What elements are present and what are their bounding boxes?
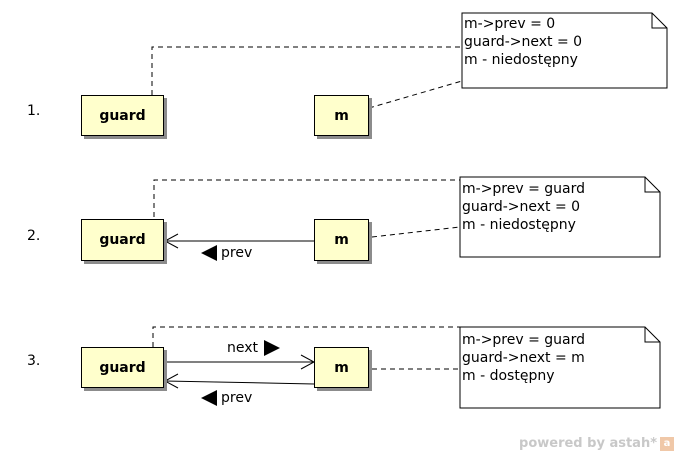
note-connector-m-2	[371, 226, 461, 238]
note-fold-3	[644, 327, 660, 343]
prev-label-text: prev	[221, 390, 253, 406]
step-number-2: 2.	[27, 228, 41, 244]
note-connector-guard-2	[153, 179, 460, 217]
guard-box-3[interactable]: guard	[81, 347, 164, 388]
guard-box-2[interactable]: guard	[81, 219, 164, 261]
next-label-3: next	[227, 340, 281, 356]
note-line: guard->next = 0	[462, 199, 581, 215]
prev-label-text: prev	[221, 245, 253, 261]
note-line: m->prev = guard	[462, 332, 586, 348]
note-line: m->prev = 0	[464, 16, 556, 32]
note-fold-1	[651, 13, 667, 29]
note-shape-1	[461, 12, 668, 89]
direction-left-icon	[201, 390, 217, 406]
prev-arrow-head-2	[163, 233, 179, 249]
direction-left-icon	[201, 245, 217, 261]
note-line: guard->next = m	[462, 350, 585, 366]
prev-label-3: prev	[201, 390, 252, 406]
step-number-3: 3.	[27, 353, 41, 369]
note-3: m->prev = guard guard->next = m m - dost…	[462, 331, 585, 385]
prev-arrow-head-3	[163, 373, 179, 389]
guard-box-1[interactable]: guard	[81, 95, 164, 136]
astah-watermark: powered by astah* a	[519, 436, 674, 451]
note-line: guard->next = 0	[464, 34, 583, 50]
next-label-text: next	[227, 340, 259, 356]
note-connector-guard-3	[152, 326, 460, 347]
note-1: m->prev = 0 guard->next = 0 m - niedostę…	[464, 15, 582, 69]
step-number-1: 1.	[27, 103, 41, 119]
note-shape-2	[459, 176, 661, 258]
m-box-1[interactable]: m	[314, 95, 369, 136]
note-2: m->prev = guard guard->next = 0 m - nied…	[462, 180, 585, 234]
note-line: m - niedostępny	[462, 217, 576, 233]
note-line: m->prev = guard	[462, 181, 586, 197]
astah-logo-icon: a	[660, 436, 674, 451]
prev-arrow-line-3	[164, 380, 315, 385]
note-line: m - niedostępny	[464, 52, 578, 68]
m-box-2[interactable]: m	[314, 219, 369, 261]
watermark-text: powered by astah*	[519, 436, 657, 451]
prev-label-2: prev	[201, 245, 252, 261]
note-connector-m-1	[368, 80, 463, 109]
note-fold-2	[644, 177, 660, 193]
note-shape-3	[459, 326, 661, 409]
m-box-3[interactable]: m	[314, 347, 369, 388]
direction-right-icon	[264, 340, 281, 356]
note-line: m - dostępny	[462, 368, 555, 384]
note-connector-guard-1	[151, 46, 462, 95]
